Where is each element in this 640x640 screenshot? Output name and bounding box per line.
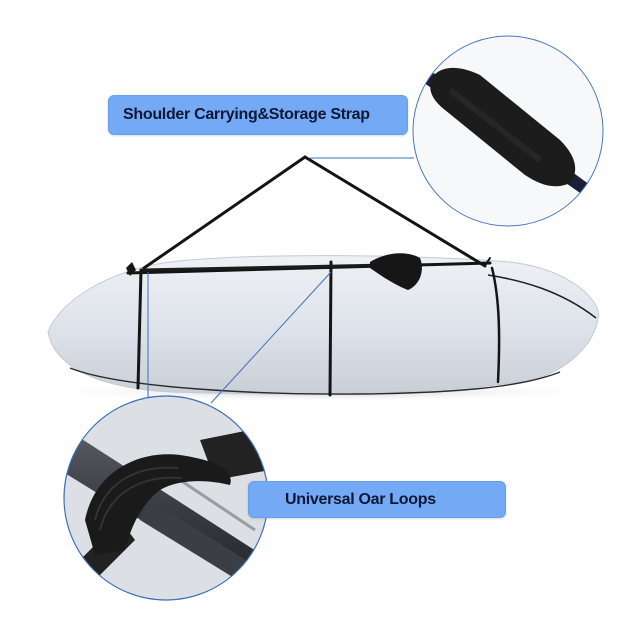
oar-loops-label: Universal Oar Loops — [248, 481, 506, 518]
oar-loops-label-text: Universal Oar Loops — [285, 490, 436, 508]
callout-lines — [147, 157, 414, 404]
paddle — [126, 253, 422, 290]
sup-board-bag — [47, 255, 599, 395]
shoulder-strap-detail-circle — [412, 35, 604, 227]
shoulder-strap-label: Shoulder Carrying&Storage Strap — [108, 95, 408, 135]
shoulder-strap — [142, 155, 491, 270]
oar-loop-detail-circle — [63, 395, 269, 601]
shoulder-strap-label-text: Shoulder Carrying&Storage Strap — [123, 106, 370, 123]
